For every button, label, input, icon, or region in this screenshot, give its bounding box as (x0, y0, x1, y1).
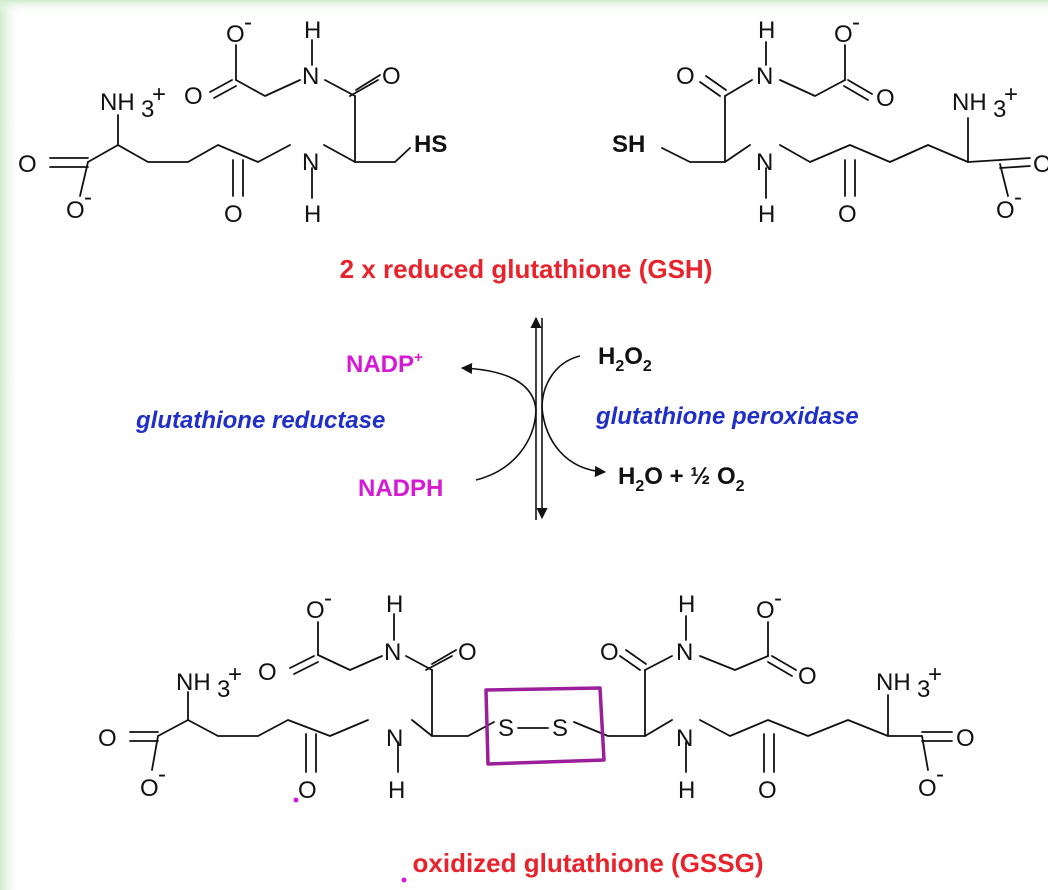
glutathione-peroxidase-label: glutathione peroxidase (595, 403, 859, 430)
atom-h: H (304, 17, 321, 44)
atom-o-minus: O (918, 775, 937, 802)
gssg-caption: oxidized glutathione (GSSG) (413, 848, 764, 878)
atom-o: O (224, 201, 243, 228)
h2o2-label: H2O2 (598, 343, 652, 375)
atom-h: H (678, 777, 695, 804)
atom-minus: - (84, 184, 92, 211)
atom-o: O (1033, 151, 1048, 178)
gssg-molecule (129, 613, 953, 773)
atom-o: O (956, 725, 975, 752)
atom-o: O (458, 639, 477, 666)
atom-plus: + (1004, 81, 1018, 108)
atom-minus: - (324, 585, 332, 612)
atom-o: O (298, 777, 317, 804)
atom-sub3: 3 (917, 676, 930, 703)
atom-h: H (304, 201, 321, 228)
gsh-molecule-left (49, 39, 411, 199)
atom-o: O (382, 63, 401, 90)
atom-plus: + (928, 661, 942, 688)
atom-n: N (676, 725, 693, 752)
atom-o: O (758, 777, 777, 804)
annotation-dot (401, 877, 407, 883)
atom-hs: HS (414, 131, 447, 158)
atom-nh3: NH (100, 89, 135, 116)
atom-h: H (386, 591, 403, 618)
atom-h: H (758, 17, 775, 44)
atom-plus: + (228, 661, 242, 688)
atom-o-minus: O (756, 597, 775, 624)
nadph-label: NADPH (358, 475, 443, 502)
atom-plus: + (152, 81, 166, 108)
atom-o: O (98, 725, 117, 752)
atom-o: O (838, 201, 857, 228)
atom-n: N (302, 63, 319, 90)
gsh-caption: 2 x reduced glutathione (GSH) (340, 254, 713, 284)
atom-sub3: 3 (993, 96, 1006, 123)
atom-nh3: NH (176, 669, 211, 696)
atom-minus: - (936, 761, 944, 788)
atom-h: H (758, 201, 775, 228)
atom-o: O (258, 659, 277, 686)
atom-o: O (600, 639, 619, 666)
atom-o-minus: O (66, 197, 85, 224)
atom-o: O (184, 83, 203, 110)
atom-n: N (756, 63, 773, 90)
annotation-dot (293, 797, 299, 803)
atom-minus: - (244, 9, 252, 36)
atom-o: O (18, 151, 37, 178)
atom-sh: SH (612, 131, 645, 158)
atom-minus: - (774, 585, 782, 612)
atom-o: O (876, 85, 895, 112)
atom-minus: - (852, 9, 860, 36)
atom-n: N (676, 639, 693, 666)
atom-sub3: 3 (141, 96, 154, 123)
background-top-edge (0, 0, 1048, 14)
atom-o: O (676, 63, 695, 90)
atom-o-minus: O (140, 775, 159, 802)
atom-n: N (756, 149, 773, 176)
atom-o-minus: O (834, 21, 853, 48)
atom-minus: - (1014, 184, 1022, 211)
atom-o-minus: O (996, 197, 1015, 224)
atom-s: S (552, 715, 568, 742)
atom-sub3: 3 (217, 676, 230, 703)
atom-o: O (798, 663, 817, 690)
atom-o-minus: O (306, 597, 325, 624)
background-left-edge (0, 0, 22, 890)
redox-arrows (460, 316, 607, 520)
atom-nh3: NH (876, 669, 911, 696)
atom-n: N (386, 725, 403, 752)
atom-n: N (384, 639, 401, 666)
atom-minus: - (158, 761, 166, 788)
atom-h: H (388, 777, 405, 804)
nadp-label: NADP+ (346, 349, 423, 378)
glutathione-reductase-label: glutathione reductase (135, 407, 385, 434)
water-oxygen-label: H2O + ½ O2 (618, 463, 745, 495)
atom-h: H (678, 591, 695, 618)
atom-n: N (302, 149, 319, 176)
atom-o-minus: O (226, 21, 245, 48)
gsh-molecule-right (661, 41, 1031, 199)
atom-s: S (498, 715, 514, 742)
disulfide-highlight-box (484, 686, 606, 766)
atom-nh3: NH (952, 89, 987, 116)
